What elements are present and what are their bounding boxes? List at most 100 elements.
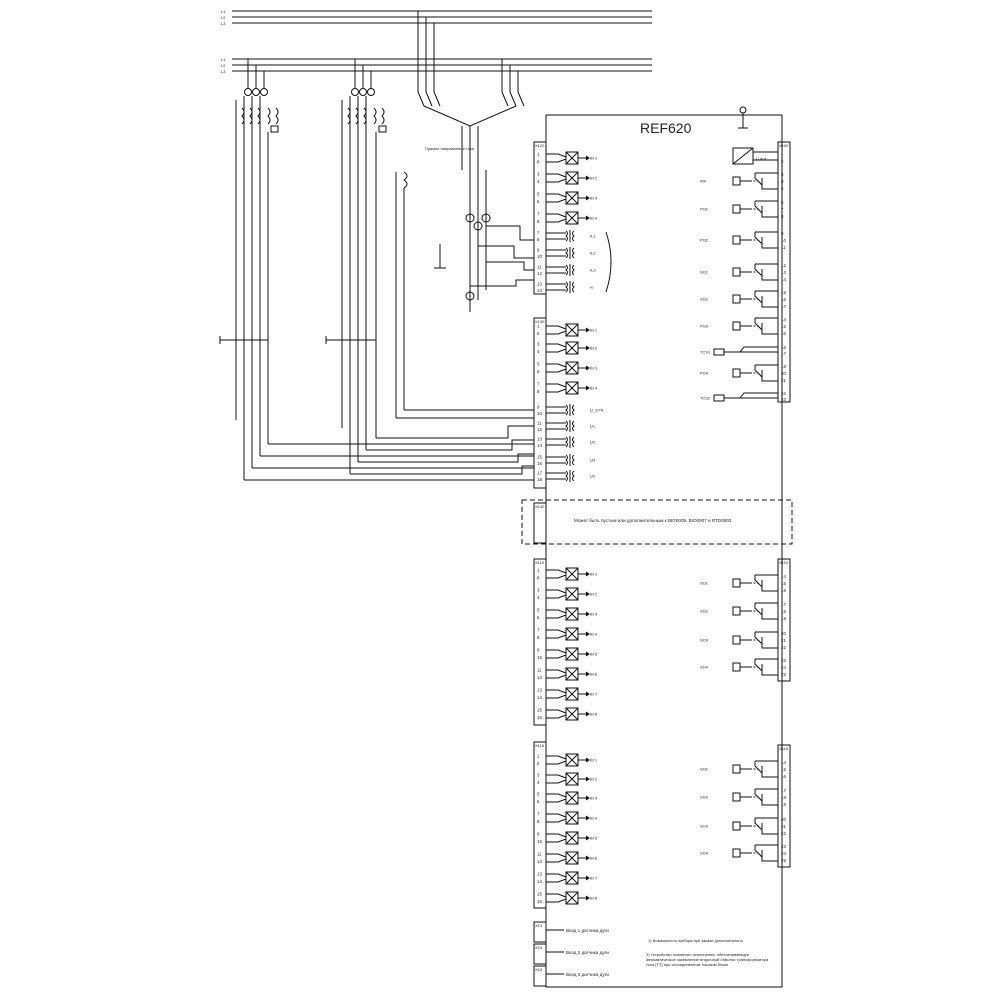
x100-out-4-coil [732,267,741,277]
x100-out-8-term-a: 19 [781,364,786,369]
x115-out-1-coil [732,764,741,774]
x115-out-1-term-a: 14 [781,760,786,765]
x100-out-3-term-a: 9 [781,231,784,236]
busbar-lower-l1: L1 [221,57,226,62]
x100-out-5-label: SO2 [700,297,709,302]
x130-ai-5: Uo [546,470,596,482]
x130-ai-1-label: U_SYN [590,408,603,413]
x110-out-3-term-c: 22 [781,645,786,650]
x115-out-4-label: SO4 [700,851,709,856]
slot-x100: X100 [779,143,789,148]
x115-bi-8-term-a: 15 [537,892,542,897]
x115-bi-7: BI 7 [546,871,598,885]
x130-ai-4: U3 [546,454,596,466]
x110-out-4-coil [732,662,741,672]
x130-ai-5-term-b: 18 [537,477,542,482]
x100-out-5-term-c: 17 [781,304,786,309]
x130-bi-2-term-b: 4 [537,349,540,354]
x110-out-4-term-b: 24 [781,665,786,670]
x100-tcs-2-term-b: 23 [781,397,786,402]
slot-x110-out: X110 [779,560,789,565]
x130-bi-1-label: BI 1 [590,328,598,333]
slot-x14: X14 [535,945,543,950]
x110-bi-8: BI 8 [546,707,598,721]
x115-out-2-term-a: 17 [781,788,786,793]
x100-out-3: PO2 [700,231,778,249]
x100-tcs-2: TCS2 [700,392,778,402]
x100-tcs-1-label: TCS1 [700,350,711,355]
x120-ai-3: IL3 [546,264,596,276]
x115-bi-6-term-b: 12 [537,859,542,864]
x120-ai-4-term-a: 13 [537,282,542,287]
x100-out-4: SO1 [700,263,778,281]
x115-bi-4-term-a: 7 [537,812,540,817]
x130-bi-2-term-a: 3 [537,342,540,347]
x120-ai-4-label: Io [590,285,594,290]
slot-x13: X13 [535,923,543,928]
x100-supply-label: U aux [756,156,766,161]
busbar-upper-l1: L1 [221,9,226,14]
x120-ai-1-term-a: 7 [537,231,540,236]
x110-bi-5-term-a: 9 [537,648,540,653]
x120-bi-2-term-b: 4 [537,179,540,184]
x130-ai-3-term-a: 13 [537,437,542,442]
x130-ai-3-term-b: 14 [537,443,542,448]
x110-out-4-term-c: 25 [781,672,786,677]
x115-out-3-coil [732,821,741,831]
x110-out-2: SO2 [700,602,778,620]
arc-input-1: Вход 1 датчика дуги [566,928,609,933]
x130-ai-3-label: U2 [590,440,596,445]
x110-bi-3-term-b: 6 [537,615,540,620]
x100-out-3-term-c: 11 [781,245,786,250]
vt-cable-breaks [219,100,376,428]
x115-bi-4-term-b: 8 [537,819,540,824]
x130-ai-2-label: U1 [590,424,596,429]
x100-out-2-term-b: 7 [781,207,784,212]
x120-bracket [605,231,612,293]
x130-ai-4-label: U3 [590,458,596,463]
x110-bi-2-label: BI 2 [590,592,598,597]
x130-ai-1-term-a: 9 [537,405,540,410]
x120-ai-2-term-a: 9 [537,248,540,253]
x115-bi-5-term-a: 9 [537,832,540,837]
feeder-breaker [395,11,525,418]
x110-out-2-term-b: 18 [781,609,786,614]
x115-bi-8-term-b: 16 [537,899,542,904]
x130-bi-3-term-b: 6 [537,369,540,374]
x120-ai-4-term-b: 14 [537,288,542,293]
x115-out-3-term-b: 21 [781,824,786,829]
optional-card-note: Может быть пустым или дополнительным к B… [574,518,732,523]
x100-term-1: 1 [781,151,784,156]
x120-bi-2: BI 2 [546,171,598,185]
vt-group-1 [241,59,279,480]
footnote-1: 1) Возможность выбора при заказе дополни… [648,938,744,943]
device-title: REF620 [640,120,692,136]
x115-out-3-label: SO3 [700,824,709,829]
x130-ai-1-term-b: 10 [537,411,542,416]
x115-out-2-label: SO2 [700,795,709,800]
x130-ai-4-term-b: 16 [537,461,542,466]
x110-out-1-term-b: 15 [781,581,786,586]
x115-bi-4: BI 4 [546,811,598,825]
x110-out-4-label: SO4 [700,665,709,670]
x120-bi-4: BI 4 [546,211,598,225]
x100-out-8-term-b: 20 [781,371,786,376]
x100-term-2: 2 [781,159,784,164]
lower-busbars [232,58,652,72]
busbar-lower-l3: L3 [221,69,226,74]
x120-bi-4-term-b: 8 [537,219,540,224]
x100-out-6-term-b: 15 [781,324,786,329]
x110-out-1-label: SO1 [700,581,709,586]
x110-bi-2-term-b: 4 [537,595,540,600]
slot-x110: X110 [535,560,545,565]
x130-ai-2-term-b: 12 [537,427,542,432]
x115-bi-8-label: BI 8 [590,896,598,901]
x100-out-6-term-c: 16 [781,331,786,336]
x100-out-2-term-a: 6 [781,200,784,205]
x110-bi-2-term-a: 3 [537,588,540,593]
x110-bi-5: BI 5 [546,647,598,661]
x110-bi-2: BI 2 [546,587,598,601]
x110-out-4: SO4 [700,658,778,676]
x100-out-3-label: PO2 [700,238,709,243]
